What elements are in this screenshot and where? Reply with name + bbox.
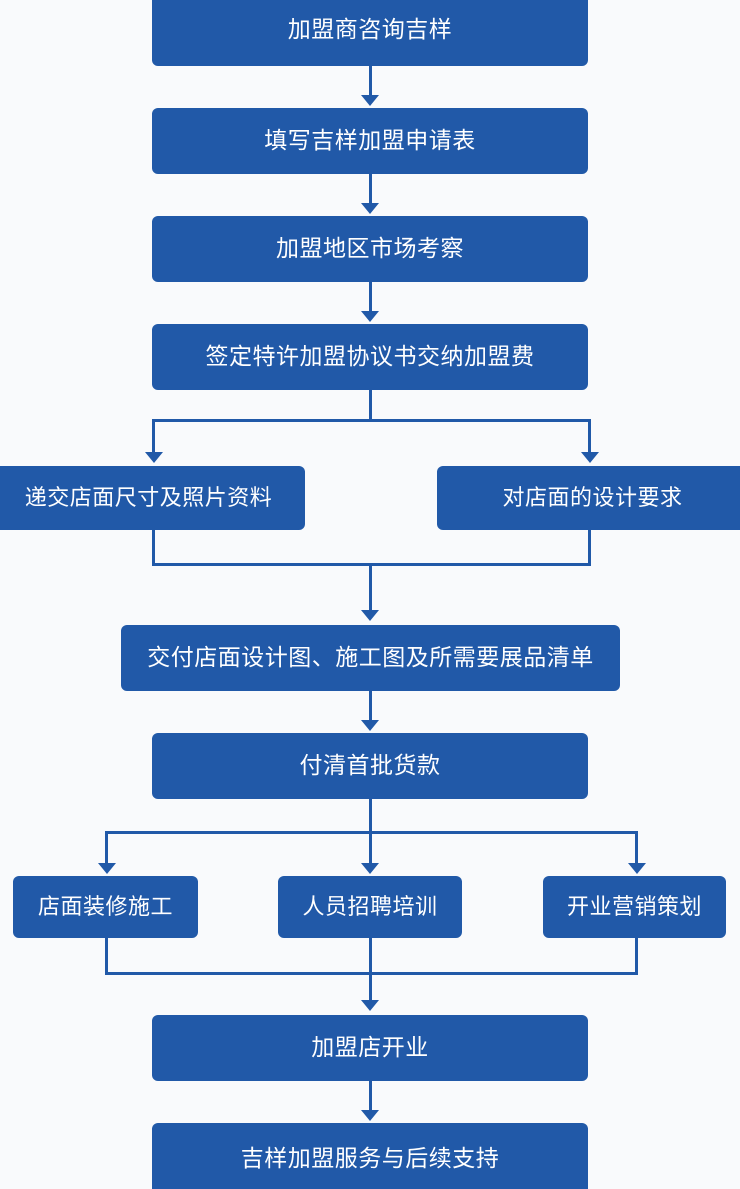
arrowhead-split2-right — [580, 452, 599, 463]
arrowhead-n6-n7 — [361, 720, 379, 731]
flow-node-market-survey[interactable]: 加盟地区市场考察 — [152, 216, 588, 282]
connector-split2-left-leg — [152, 419, 155, 454]
arrowhead-split2-left — [144, 452, 163, 463]
connector-split2-bar — [152, 419, 591, 422]
flow-node-pay-first-order[interactable]: 付清首批货款 — [152, 733, 588, 799]
connector-merge3-bar — [105, 972, 638, 975]
connector-n3-n4 — [368, 282, 372, 313]
connector-split3-stem — [368, 799, 372, 833]
flow-node-store-opening[interactable]: 加盟店开业 — [152, 1015, 588, 1081]
connector-split2-right-leg — [588, 419, 591, 454]
connector-merge3-stem — [368, 938, 372, 1001]
arrowhead-n1-n2 — [361, 95, 379, 106]
connector-split3-left-leg — [105, 831, 108, 865]
connector-merge2-left-leg — [152, 530, 155, 566]
connector-merge2-right-leg — [588, 530, 591, 566]
connector-merge2-stem — [368, 563, 372, 611]
connector-n2-n3 — [368, 174, 372, 205]
arrowhead-merge3-down — [361, 1000, 379, 1011]
arrowhead-n2-n3 — [361, 203, 379, 214]
flow-node-store-construction[interactable]: 店面装修施工 — [13, 876, 198, 938]
arrowhead-merge2-down — [361, 610, 379, 621]
flow-node-opening-marketing[interactable]: 开业营销策划 — [543, 876, 726, 938]
flow-node-consult[interactable]: 加盟商咨询吉样 — [152, 0, 588, 66]
flow-node-sign-agreement[interactable]: 签定特许加盟协议书交纳加盟费 — [152, 324, 588, 390]
flow-node-submit-store-photos[interactable]: 递交店面尺寸及照片资料 — [0, 466, 305, 530]
flow-node-application-form[interactable]: 填写吉样加盟申请表 — [152, 108, 588, 174]
connector-merge3-left-leg — [105, 938, 108, 975]
connector-n1-n2 — [368, 66, 372, 97]
flow-node-deliver-design-drawings[interactable]: 交付店面设计图、施工图及所需要展品清单 — [121, 625, 620, 691]
arrowhead-n3-n4 — [361, 311, 379, 322]
flow-node-design-requirements[interactable]: 对店面的设计要求 — [437, 466, 740, 530]
arrowhead-split3-left — [97, 863, 116, 874]
arrowhead-split3-mid — [361, 863, 379, 874]
connector-n9-n10 — [368, 1081, 372, 1112]
connector-split2-stem — [368, 390, 372, 422]
arrowhead-n9-n10 — [361, 1110, 379, 1121]
connector-split3-right-leg — [635, 831, 638, 865]
flow-node-staff-training[interactable]: 人员招聘培训 — [278, 876, 462, 938]
connector-merge3-right-leg — [635, 938, 638, 975]
connector-split3-mid-leg — [368, 831, 372, 865]
arrowhead-split3-right — [627, 863, 646, 874]
flow-node-ongoing-support[interactable]: 吉样加盟服务与后续支持 — [152, 1123, 588, 1189]
connector-split3-bar — [105, 831, 638, 834]
connector-merge2-bar — [152, 563, 591, 566]
connector-n6-n7 — [368, 691, 372, 722]
